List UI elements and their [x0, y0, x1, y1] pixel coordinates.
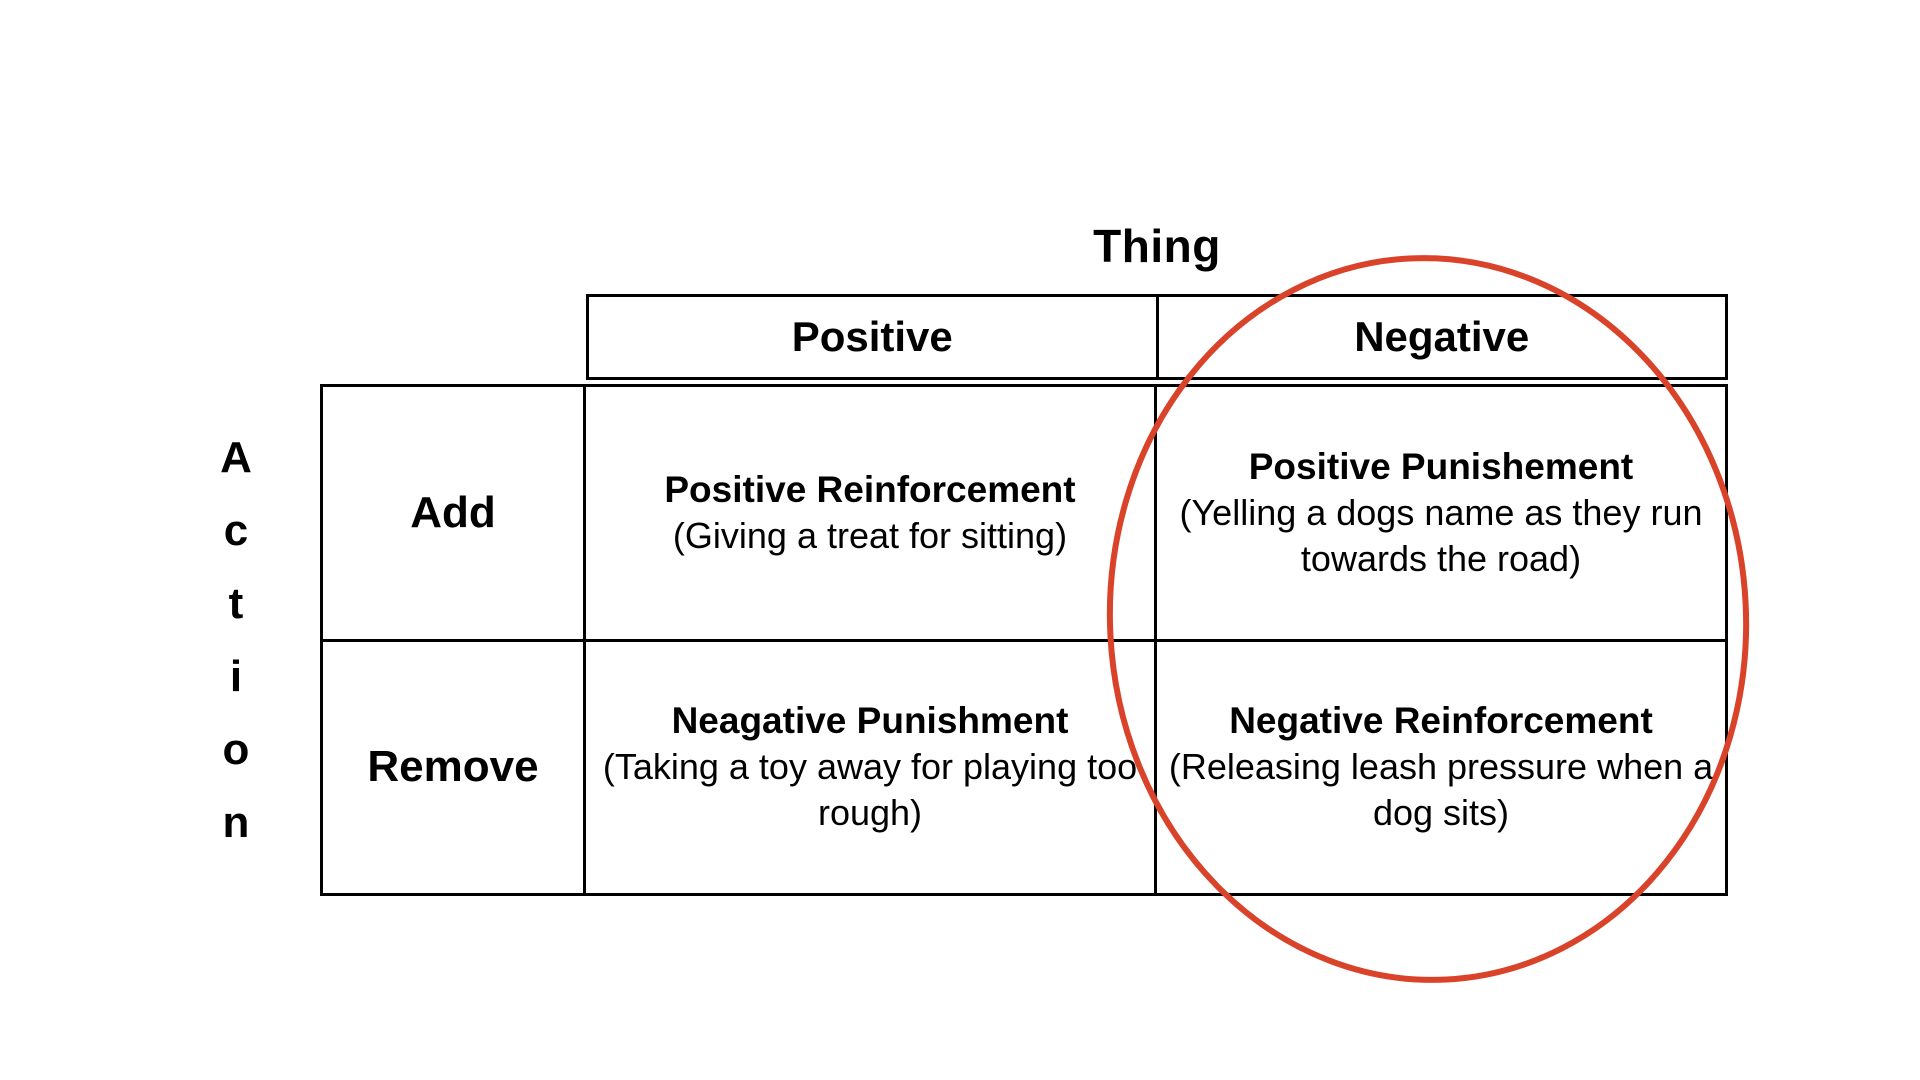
row-header-add: Add: [323, 387, 586, 639]
cell-description: (Taking a toy away for playing too rough…: [602, 746, 1138, 834]
row-group-title: A c t i o n: [196, 384, 276, 896]
matrix-body: Add Positive Reinforcement (Giving a tre…: [320, 384, 1728, 896]
column-header-positive: Positive: [791, 313, 953, 360]
matrix-row-remove: Remove Neagative Punishment (Taking a to…: [323, 638, 1725, 894]
row-group-letter: o: [222, 725, 250, 774]
cell-description: (Releasing leash pressure when a dog sit…: [1168, 746, 1714, 834]
row-group-letter: t: [228, 579, 244, 628]
row-group-letter: c: [223, 506, 249, 555]
column-group-title: Thing: [1093, 220, 1221, 272]
cell-negative-punishment: Neagative Punishment (Taking a toy away …: [586, 642, 1154, 894]
cell-negative-reinforcement: Negative Reinforcement (Releasing leash …: [1154, 641, 1725, 893]
row-group-letter: n: [222, 798, 250, 847]
matrix-header-row: Positive Negative: [586, 294, 1728, 380]
cell-description: (Yelling a dogs name as they run towards…: [1179, 491, 1703, 579]
row-group-letter: A: [220, 433, 252, 482]
cell-title: Negative Reinforcement: [1229, 700, 1653, 742]
row-header-remove: Remove: [323, 641, 586, 893]
cell-positive-reinforcement: Positive Reinforcement (Giving a treat f…: [586, 387, 1154, 639]
cell-description: (Giving a treat for sitting): [672, 514, 1068, 556]
cell-positive-punishment: Positive Punishement (Yelling a dogs nam…: [1154, 387, 1725, 639]
column-header-negative: Negative: [1155, 297, 1726, 377]
cell-title: Neagative Punishment: [671, 700, 1069, 742]
cell-title: Positive Reinforcement: [664, 468, 1076, 510]
cell-title: Positive Punishement: [1248, 445, 1634, 487]
matrix-row-add: Add Positive Reinforcement (Giving a tre…: [323, 387, 1725, 639]
row-group-letter: i: [229, 652, 243, 701]
